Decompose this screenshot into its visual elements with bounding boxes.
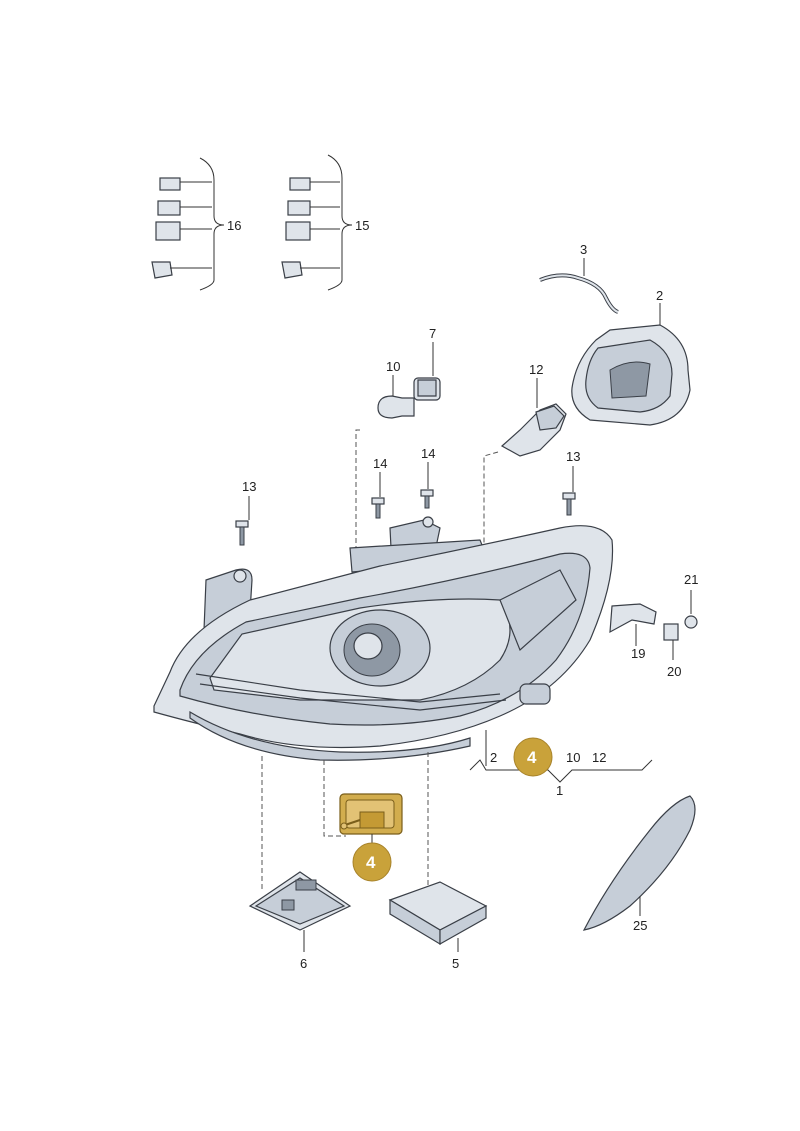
- screw-13-right: 13: [562, 449, 580, 516]
- label-20: 20: [667, 664, 681, 679]
- part-21-nut: 21: [684, 572, 698, 629]
- badge-upper-text: 4: [527, 748, 537, 767]
- highlight-badge-lower: 4: [352, 842, 392, 882]
- part-5-ballast: 5: [388, 881, 488, 971]
- part-20-clip: 20: [663, 623, 681, 679]
- label-25: 25: [633, 918, 647, 933]
- label-14b: 14: [421, 446, 435, 461]
- label-7: 7: [429, 326, 436, 341]
- part-6-control-unit: 6: [248, 871, 352, 971]
- assembly-callout-1: 2 10 12 1: [469, 730, 653, 798]
- part-10-bulb: 10: [377, 359, 415, 419]
- leader-bulb-10: [355, 429, 360, 556]
- part-7-socket: 7: [413, 326, 441, 401]
- screw-14-left: 14: [371, 456, 387, 519]
- label-21: 21: [684, 572, 698, 587]
- highlight-badge-upper: 4: [513, 737, 553, 777]
- label-5: 5: [452, 956, 459, 971]
- leader-bulb-4: [323, 760, 346, 837]
- part-3-seal: 3: [539, 242, 619, 314]
- screw-13-left: 13: [235, 479, 256, 546]
- part-19-bracket: 19: [609, 603, 657, 661]
- label-1-sub-12: 12: [592, 750, 606, 765]
- bracket-set-16: 16: [151, 157, 241, 291]
- label-14a: 14: [373, 456, 387, 471]
- label-1-sub-2: 2: [490, 750, 497, 765]
- leader-bulb-12: [483, 451, 499, 546]
- bracket-set-15: 15: [281, 154, 369, 291]
- headlight-housing: [153, 516, 614, 761]
- label-13a: 13: [242, 479, 256, 494]
- screw-14-right: 14: [420, 446, 435, 509]
- label-15: 15: [355, 218, 369, 233]
- label-6: 6: [300, 956, 307, 971]
- label-1: 1: [556, 783, 563, 798]
- part-2-cap: 2: [571, 288, 691, 426]
- part-4-xenon-bulb: [339, 793, 403, 846]
- label-19: 19: [631, 646, 645, 661]
- label-10: 10: [386, 359, 400, 374]
- label-3: 3: [580, 242, 587, 257]
- part-25-trim: 25: [582, 795, 696, 933]
- label-16: 16: [227, 218, 241, 233]
- label-2: 2: [656, 288, 663, 303]
- label-12: 12: [529, 362, 543, 377]
- part-12-bulb: 12: [500, 362, 567, 457]
- label-1-sub-10: 10: [566, 750, 580, 765]
- badge-lower-text: 4: [366, 853, 376, 872]
- label-13b: 13: [566, 449, 580, 464]
